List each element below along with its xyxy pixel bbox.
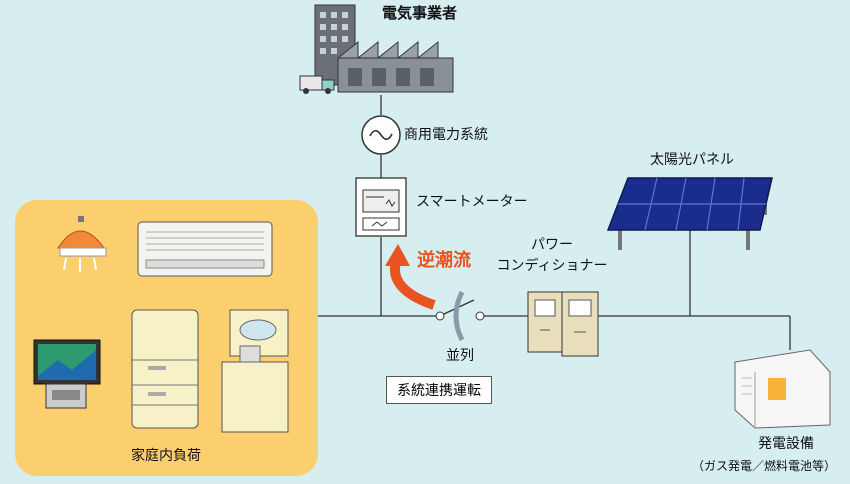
smart-meter-label: スマートメーター <box>416 194 528 210</box>
household-load-label: 家庭内負荷 <box>131 448 201 464</box>
power-conditioner-label-1: パワー <box>531 237 573 253</box>
utility-building-icon <box>299 4 454 94</box>
generator-icon <box>734 349 831 429</box>
parallel-switch-icon <box>435 290 485 342</box>
wiring <box>318 95 791 350</box>
television-icon <box>33 339 101 409</box>
light-fixture-icon <box>57 216 107 272</box>
solar-panel-icon <box>606 177 773 250</box>
parallel-label: 並列 <box>446 348 474 364</box>
air-conditioner-icon <box>137 221 273 277</box>
commercial-grid-label: 商用電力系統 <box>404 127 488 143</box>
reverse-flow-arrowhead <box>385 244 410 266</box>
power-conditioner-icon <box>527 291 599 357</box>
generator-note-label: （ガス発電／燃料電池等） <box>691 459 837 473</box>
reverse-flow-arrow <box>390 260 436 310</box>
refrigerator-icon <box>131 309 199 429</box>
sine-wave-icon <box>369 129 393 141</box>
reverse-flow-label: 逆潮流 <box>417 250 471 271</box>
power-conditioner-label-2: コンディショナー <box>496 258 608 274</box>
utility-label: 電気事業者 <box>382 4 458 22</box>
solar-panel-label: 太陽光パネル <box>650 152 734 168</box>
washing-machine-icon <box>221 309 289 433</box>
smart-meter-icon <box>355 177 407 237</box>
generator-label: 発電設備 <box>758 436 814 452</box>
grid-connection-label: 系統連携運転 <box>386 376 492 404</box>
